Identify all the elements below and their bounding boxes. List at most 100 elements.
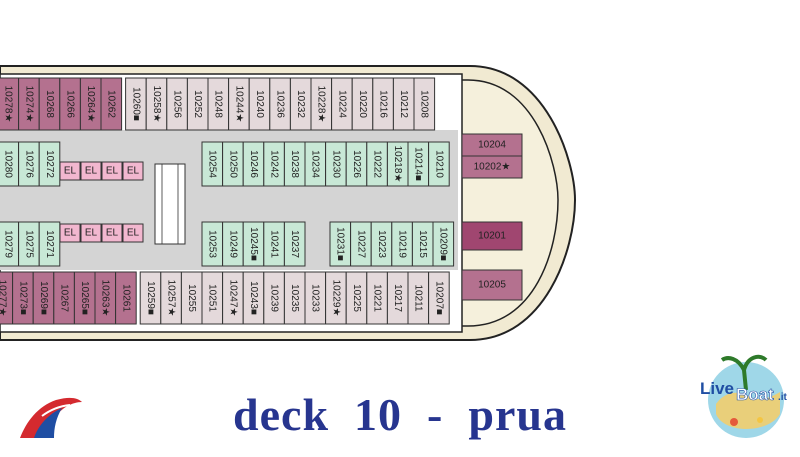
- bow-suite: 10204: [461, 133, 523, 157]
- cabin-top-inner: 10222: [366, 141, 388, 187]
- cabin-number: 10224: [336, 90, 347, 118]
- cabin-bottom-inner: 10271: [38, 221, 61, 267]
- cabin-bottom-inner: 10209■: [432, 221, 455, 267]
- cabin-number: 10258★: [151, 86, 162, 123]
- cabin-number: 10271: [44, 230, 55, 258]
- cabin-top-outer: 10232: [289, 77, 312, 131]
- cabin-top-inner: 10254: [201, 141, 224, 187]
- cabin-top-inner: 10230: [325, 141, 347, 187]
- carnival-funnel-logo: [20, 397, 82, 438]
- cabin-bottom-outer: 10255: [180, 271, 203, 325]
- cabin-top-outer: 10240: [248, 77, 271, 131]
- cabin-number: 10277★: [0, 280, 8, 317]
- cabin-number: 10280: [3, 150, 14, 178]
- elevator: EL: [59, 223, 81, 243]
- cabin-bottom-inner: 10215: [411, 221, 434, 267]
- cabin-number: 10264★: [85, 86, 96, 123]
- bow-suite: 10201: [461, 221, 523, 251]
- cabin-bottom-outer: 10257★: [160, 271, 182, 325]
- elevator: EL: [122, 223, 144, 243]
- cabin-number: 10265■: [79, 281, 90, 315]
- cabin-number: 10222: [371, 150, 382, 178]
- cabin-number: 10269■: [38, 281, 49, 315]
- cabin-number: 10214■: [413, 147, 424, 181]
- cabin-number: 10218★: [392, 146, 403, 183]
- cabin-top-outer: 10266: [59, 77, 81, 131]
- cabin-bottom-outer: 10211: [407, 271, 430, 325]
- cabin-number: EL: [127, 228, 140, 239]
- cabin-top-inner: 10214■: [407, 141, 430, 187]
- cabin-bottom-outer: 10235: [283, 271, 306, 325]
- cabin-bottom-inner: 10223: [370, 221, 393, 267]
- cabin-number: 10279: [3, 230, 14, 258]
- cabin-number: 10278★: [3, 86, 14, 123]
- cabin-number: 10208: [419, 90, 430, 118]
- cabin-number: 10244★: [233, 86, 244, 123]
- logo-text-it: .it: [778, 392, 788, 403]
- cabin-top-outer: 10212: [392, 77, 415, 131]
- elevator: EL: [80, 223, 102, 243]
- cabin-number: 10252: [192, 90, 203, 118]
- cabin-top-outer: 10224: [331, 77, 353, 131]
- cabin-top-outer: 10248: [207, 77, 230, 131]
- cabin-number: 10211: [413, 284, 424, 312]
- cabin-top-outer: 10274★: [18, 77, 40, 131]
- cabin-bottom-inner: 10231■: [329, 221, 352, 267]
- cabin-top-outer: 10228★: [310, 77, 333, 131]
- cabin-number: 10217: [392, 284, 403, 312]
- cabin-number: 10248: [213, 90, 224, 118]
- cabin-bottom-outer: 10251: [201, 271, 224, 325]
- cabin-number: 10262: [106, 90, 117, 118]
- cabin-number: EL: [85, 228, 98, 239]
- cabin-number: 10250: [227, 150, 238, 178]
- cabin-top-outer: 10216: [372, 77, 394, 131]
- cabin-top-inner: 10276: [18, 141, 40, 187]
- cabin-top-outer: 10268: [38, 77, 61, 131]
- cabin-number: 10209■: [438, 227, 449, 261]
- cabin-bottom-outer: 10225: [345, 271, 368, 325]
- cabin-top-outer: 10258★: [145, 77, 168, 131]
- cabin-number: 10245■: [248, 227, 259, 261]
- cabin-number: 10227: [355, 230, 366, 258]
- cabin-number: 10230: [330, 150, 341, 178]
- cabin-number: 10205: [478, 280, 506, 291]
- cabin-bottom-outer: 10207■: [428, 271, 450, 325]
- bow-suite: 10205: [461, 269, 523, 301]
- cabin-number: 10212: [398, 90, 409, 118]
- cabin-number: 10234: [310, 150, 321, 178]
- cabin-number: 10210: [433, 150, 444, 178]
- cabin-number: 10223: [376, 230, 387, 258]
- cabin-number: 10236: [274, 90, 285, 118]
- cabin-number: 10257★: [165, 280, 176, 317]
- cabin-top-inner: 10242: [263, 141, 285, 187]
- cabin-top-inner: 10246: [242, 141, 265, 187]
- cabin-number: 10238: [289, 150, 300, 178]
- cabin-number: 10207■: [433, 281, 444, 315]
- bow-suite: 10202★: [461, 155, 523, 179]
- cabin-number: 10215: [417, 230, 428, 258]
- cabin-number: 10263★: [100, 280, 111, 317]
- cabin-number: 10275: [23, 230, 34, 258]
- cabin-bottom-outer: 10217: [386, 271, 409, 325]
- cabin-number: 10240: [254, 90, 265, 118]
- cabin-bottom-inner: 10245■: [242, 221, 265, 267]
- cabin-bottom-outer: 10277★: [0, 271, 14, 325]
- cabin-bottom-outer: 10269■: [32, 271, 55, 325]
- cabin-number: 10253: [207, 230, 218, 258]
- cabin-number: 10241: [268, 230, 279, 258]
- cabin-number: 10259■: [145, 281, 156, 315]
- cabin-bottom-inner: 10219: [391, 221, 413, 267]
- elevator: EL: [101, 161, 123, 181]
- cabin-bottom-outer: 10267: [53, 271, 75, 325]
- cabin-number: 10246: [248, 150, 259, 178]
- cabin-bottom-inner: 10249: [222, 221, 244, 267]
- cabin-number: 10273■: [17, 281, 28, 315]
- cabin-number: 10243■: [248, 281, 259, 315]
- cabin-bottom-outer: 10243■: [242, 271, 265, 325]
- cabin-top-inner: 10210: [428, 141, 450, 187]
- cabin-top-inner: 10272: [38, 141, 61, 187]
- cabin-number: 10268: [44, 90, 55, 118]
- cabin-number: 10232: [295, 90, 306, 118]
- cabin-top-inner: 10226: [345, 141, 368, 187]
